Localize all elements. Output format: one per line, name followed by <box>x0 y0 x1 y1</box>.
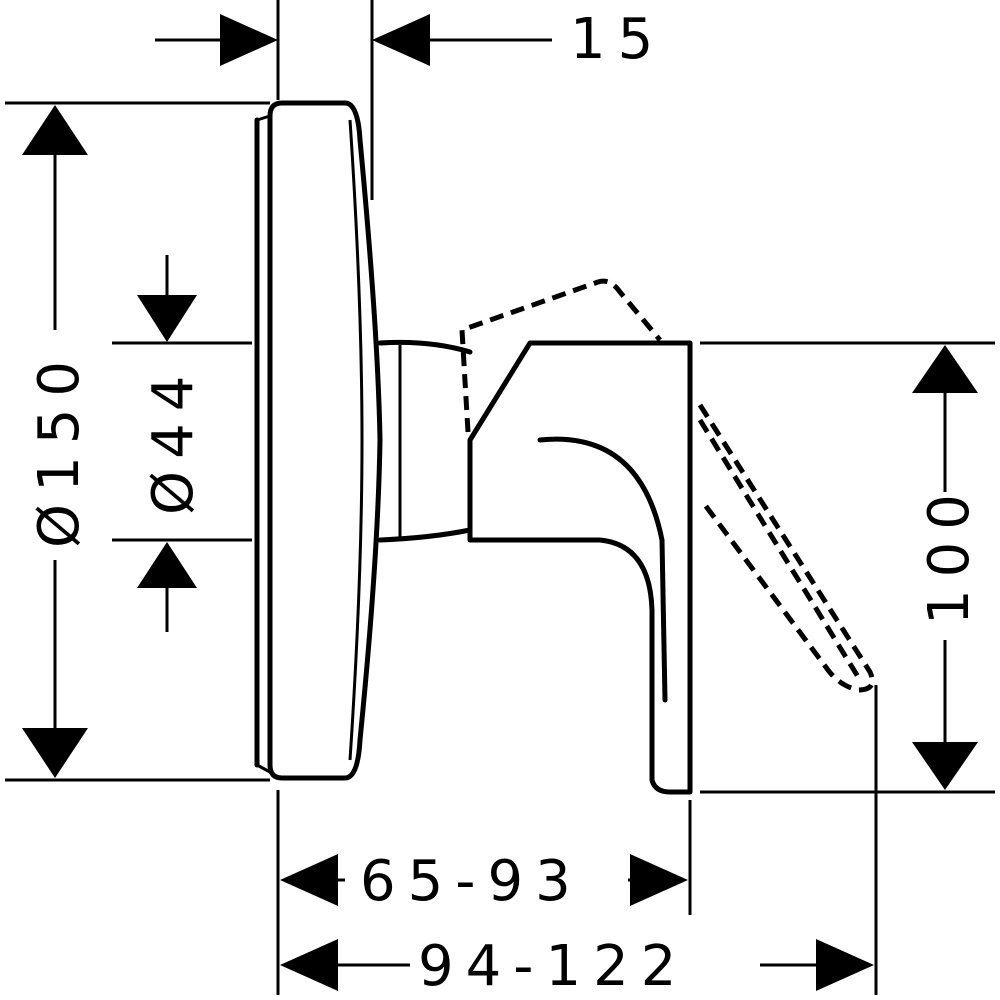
dimension-projection-total: 94-122 <box>280 934 874 999</box>
mixer-handle-alternate-position <box>459 278 875 693</box>
dimension-projection-body: 65-93 <box>280 849 688 914</box>
arrow-up-icon <box>137 542 197 588</box>
dimension-top-depth: 15 <box>155 7 665 72</box>
arrow-down-icon <box>137 295 197 342</box>
arrow-right-icon <box>816 939 874 991</box>
mixer-handle <box>467 340 693 795</box>
arrow-up-icon <box>22 105 88 155</box>
dimension-label-projection-total: 94-122 <box>418 934 688 999</box>
arrow-left-icon <box>372 14 430 66</box>
extension-lines <box>5 0 995 995</box>
dimension-body-diameter: Ø44 <box>137 255 206 632</box>
arrow-up-icon <box>912 345 978 393</box>
dimension-label-top-depth: 15 <box>570 7 665 72</box>
arrow-left-icon <box>280 939 338 991</box>
arrow-right-icon <box>220 14 278 66</box>
arrow-left-icon <box>280 854 338 906</box>
arrow-down-icon <box>22 728 88 778</box>
dimension-label-rosette-diameter: Ø150 <box>27 349 92 548</box>
dimension-label-body-diameter: Ø44 <box>141 364 206 515</box>
dimension-handle-height: 100 <box>912 345 982 790</box>
rosette-plate <box>254 100 383 781</box>
arrow-right-icon <box>630 854 688 906</box>
dimension-rosette-diameter: Ø150 <box>22 105 92 778</box>
dimension-label-projection-body: 65-93 <box>360 849 583 914</box>
dimension-label-handle-height: 100 <box>917 482 982 625</box>
arrow-down-icon <box>912 742 978 790</box>
mixer-neck <box>377 339 473 543</box>
